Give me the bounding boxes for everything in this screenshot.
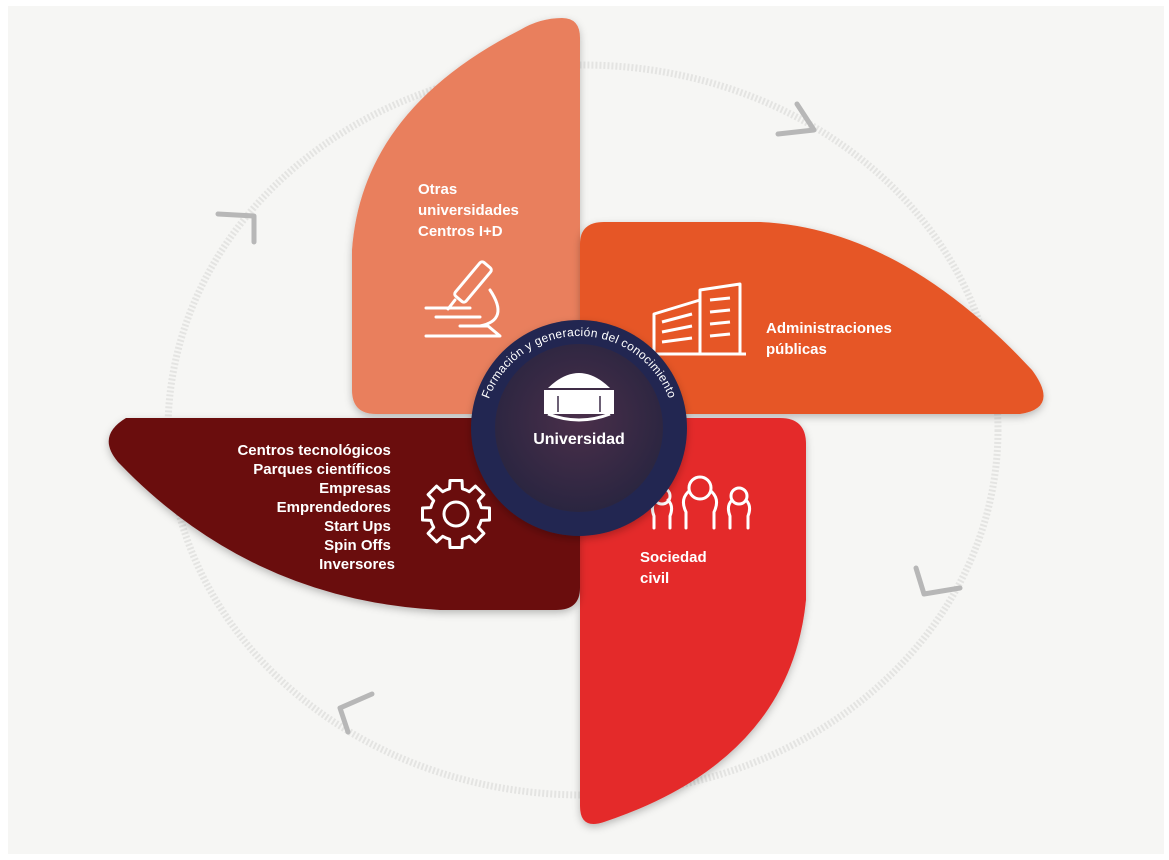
petal-left-label: Centros tecnológicos Parques científicos… — [237, 442, 395, 573]
petal-right-label: Administraciones públicas — [766, 320, 896, 358]
hub-label: Universidad — [533, 431, 625, 448]
petal-left-line: Emprendedores — [277, 499, 391, 516]
hub-inner-circle — [495, 344, 663, 512]
office-building-icon — [648, 282, 746, 356]
petal-bottom: Sociedad civil — [580, 418, 806, 824]
chevron-left-icon — [337, 691, 375, 735]
hub: Formación y generación del conocimiento … — [471, 320, 687, 536]
petal-right-line: Administraciones — [766, 320, 892, 337]
chevron-down-icon — [913, 565, 963, 597]
petal-left-line: Inversores — [319, 556, 395, 573]
petal-left-line: Empresas — [319, 480, 391, 497]
petal-top: Otras universidades Centros I+D — [352, 18, 580, 414]
petal-left: Centros tecnológicos Parques científicos… — [108, 418, 580, 610]
petal-top-label: Otras universidades Centros I+D — [418, 181, 523, 240]
petal-bottom-line: Sociedad — [640, 549, 707, 566]
petal-top-shape — [352, 18, 580, 414]
chevron-right-icon — [775, 101, 817, 137]
petal-left-line: Spin Offs — [324, 537, 391, 554]
petal-right-shape — [580, 222, 1044, 414]
petal-bottom-line: civil — [640, 570, 669, 587]
petal-top-line: Otras — [418, 181, 457, 198]
petal-top-line: universidades — [418, 202, 519, 219]
petal-bottom-label: Sociedad civil — [640, 549, 711, 587]
gear-outline — [421, 479, 491, 549]
petal-left-line: Centros tecnológicos — [237, 442, 390, 459]
petal-left-line: Start Ups — [324, 518, 391, 535]
petal-right: Administraciones públicas — [580, 222, 1044, 414]
petal-left-shape — [108, 418, 580, 610]
gear-icon — [421, 479, 491, 549]
petal-left-line: Parques científicos — [253, 461, 391, 478]
chevron-right-icon — [215, 211, 257, 245]
petal-top-line: Centros I+D — [418, 223, 503, 240]
petal-right-line: públicas — [766, 341, 827, 358]
dome-building-icon — [544, 373, 614, 422]
microscope-icon — [424, 260, 502, 338]
